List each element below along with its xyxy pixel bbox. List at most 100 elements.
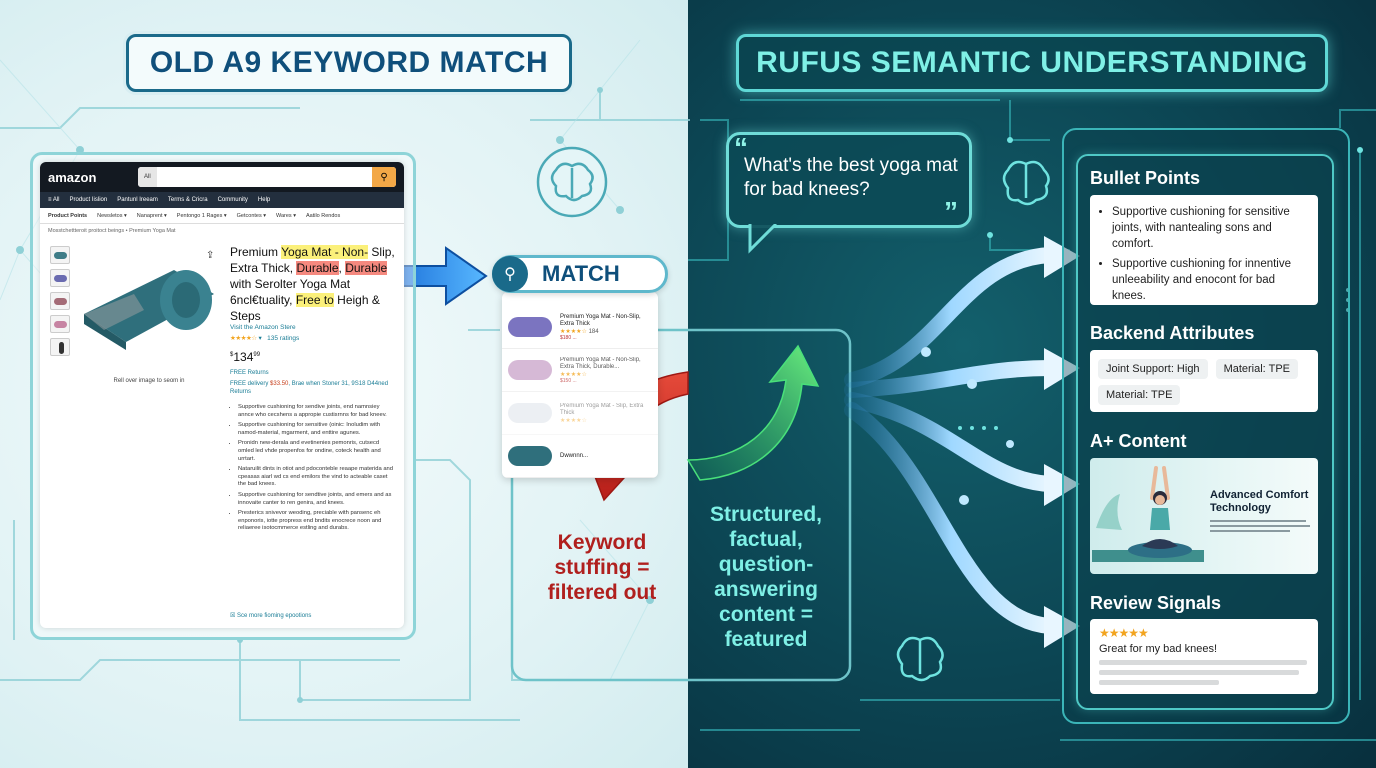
delivery-info: FREE delivery $33.50, Brae when Stoner 3…	[230, 380, 400, 396]
thumbnail[interactable]	[50, 246, 70, 264]
thumbnail[interactable]	[50, 292, 70, 310]
title-text: Slip, Extra Thick,	[230, 245, 395, 275]
search-bar[interactable]: All ⚲	[138, 167, 396, 187]
caption-line: filtered out	[547, 581, 657, 604]
result-title: Premium Yoga Mat - Slip, Extra Thick	[560, 402, 644, 416]
match-pill: ⚲ MATCH	[492, 255, 668, 293]
caption-line: content =	[719, 603, 813, 626]
price-symbol: $	[230, 352, 234, 358]
caption-line: Structured,	[709, 503, 822, 526]
list-item[interactable]: Premium Yoga Mat - Slip, Extra Thick ★★★…	[502, 392, 658, 435]
title-text: Premium	[230, 245, 282, 259]
nav-item[interactable]: Community	[217, 197, 248, 203]
amazon-logo[interactable]: amazon	[48, 169, 97, 185]
result-thumbnail	[508, 446, 552, 466]
semantic-flow-arrows	[844, 247, 1058, 634]
brain-icon	[896, 636, 944, 682]
star-rating-icon: ★★★★☆	[560, 417, 587, 424]
query-bubble	[726, 132, 972, 228]
list-item[interactable]: Premium Yoga Mat - Non-Slip, Extra Thick…	[502, 349, 658, 392]
list-item[interactable]: Dwwnnn...	[502, 435, 658, 478]
bullet-item: Pronidn new-derala and evetinenies pemon…	[238, 440, 396, 463]
caption-line: factual,	[729, 528, 803, 551]
bullet-item: Nataruilit dints in otiot and pdocontebl…	[238, 466, 396, 489]
match-results: Premium Yoga Mat - Non-Slip, Extra Thick…	[502, 292, 658, 478]
result-title: Dwwnnn...	[560, 452, 589, 459]
bullet-item: Supportive cushioning for sensitive (oin…	[238, 422, 396, 437]
subnav-item[interactable]: Getcontes ▾	[236, 212, 266, 219]
yoga-person-illustration	[1092, 466, 1204, 562]
subnav-item[interactable]: Aatilo Rendos	[305, 212, 341, 219]
result-price: $180 ...	[560, 334, 577, 341]
structured-content-caption: Structured, factual, question- answering…	[690, 502, 842, 652]
thumbnail[interactable]	[50, 269, 70, 287]
search-button[interactable]: ⚲	[372, 167, 396, 187]
keyword-highlight: Free to	[295, 293, 334, 307]
delivery-text: FREE delivery	[230, 381, 271, 387]
left-title: OLD A9 KEYWORD MATCH	[126, 34, 572, 92]
delivery-text: , Brae when Stoner 31, 9S18 D44ned Retur…	[230, 381, 389, 395]
thumbnail[interactable]	[50, 338, 70, 356]
amazon-nav: ≡ All Product Iislion Pantunl Ireeam Ter…	[40, 192, 404, 208]
share-icon[interactable]: ⇪	[206, 250, 215, 261]
nav-item[interactable]: ≡ All	[48, 197, 60, 203]
nav-item[interactable]: Help	[257, 197, 271, 203]
bullet-points-title: Bullet Points	[1090, 168, 1201, 188]
attribute-chip: Material: TPE	[1215, 359, 1298, 379]
store-link[interactable]: Visit the Amazon Stere	[230, 324, 296, 331]
star-rating-icon: ★★★★★	[1099, 626, 1149, 640]
caption-line: Keyword	[557, 531, 647, 554]
caption-line: stuffing =	[554, 556, 650, 579]
see-more-text: Sce more fioming epootions	[237, 613, 312, 619]
see-more-link[interactable]: ☒ Sce more fioming epootions	[230, 613, 312, 619]
caption-line: featured	[724, 628, 808, 651]
review-text: Great for my bad knees!	[1099, 643, 1217, 655]
keyword-highlight: Durable	[296, 261, 339, 275]
thumbnail[interactable]	[50, 315, 70, 333]
free-returns[interactable]: FREE Returns	[230, 370, 269, 376]
breadcrumb[interactable]: Mosstchettteroit proitoct beings • Premi…	[48, 228, 176, 234]
right-title: RUFUS SEMANTIC UNDERSTANDING	[736, 34, 1328, 92]
search-scope[interactable]: All	[138, 167, 157, 187]
caption-line: question-	[718, 553, 814, 576]
subnav-item[interactable]: Newsletos ▾	[97, 212, 127, 219]
search-icon: ⚲	[380, 171, 388, 183]
subnav-item[interactable]: Product Points	[48, 212, 88, 219]
amazon-subnav: Product Points Newsletos ▾ Nanaprent ▾ P…	[40, 208, 404, 224]
review-signals-title: Review Signals	[1090, 593, 1222, 613]
bullet-item: Supportive cushioning for innentive unle…	[1112, 256, 1310, 304]
subnav-item[interactable]: Wares ▾	[276, 212, 296, 219]
aplus-card-title: Advanced Comfort Technology	[1210, 489, 1309, 514]
nav-item[interactable]: Pantunl Ireeam	[117, 197, 158, 203]
star-rating-icon: ★★★★☆	[230, 335, 257, 342]
result-title: Premium Yoga Mat - Non-Slip, Extra Thick	[560, 313, 641, 327]
yoga-mat-image[interactable]	[74, 254, 224, 364]
price: $13499	[230, 350, 260, 364]
subnav-item[interactable]: Nanaprent ▾	[136, 212, 167, 219]
delivery-price: $33.50	[270, 381, 289, 387]
match-label: MATCH	[542, 261, 620, 286]
bubble-tail	[748, 224, 778, 254]
result-price: $150 ...	[560, 377, 577, 384]
price-cents: 99	[253, 352, 261, 358]
nav-item[interactable]: Product Iislion	[69, 197, 108, 203]
subnav-item[interactable]: Pentongo 1 Rages ▾	[176, 212, 227, 219]
attribute-chip: Joint Support: High	[1098, 359, 1208, 379]
rating[interactable]: ★★★★☆ ▾ 135 ratings	[230, 335, 300, 342]
aplus-text-lines	[1210, 520, 1310, 535]
list-item[interactable]: Premium Yoga Mat - Non-Slip, Extra Thick…	[502, 306, 658, 349]
nav-item[interactable]: Terms & Cricra	[167, 197, 208, 203]
title-text: Heigh & Steps	[230, 293, 380, 323]
green-arrow-icon	[686, 344, 820, 481]
price-main: 134	[233, 350, 254, 364]
result-thumbnail	[508, 360, 552, 380]
title-text: with Serolter Yoga Mat 6ncl€tuality,	[230, 277, 351, 307]
star-rating-icon: ★★★★☆	[560, 328, 587, 335]
review-placeholder-line	[1099, 670, 1299, 675]
caption-line: answering	[714, 578, 818, 601]
star-rating-icon: ★★★★☆	[560, 371, 587, 378]
product-bullets: Supportive cushioning for sendive joints…	[230, 404, 396, 536]
thumbnail-list	[50, 246, 72, 361]
title-text: ,	[338, 261, 346, 275]
